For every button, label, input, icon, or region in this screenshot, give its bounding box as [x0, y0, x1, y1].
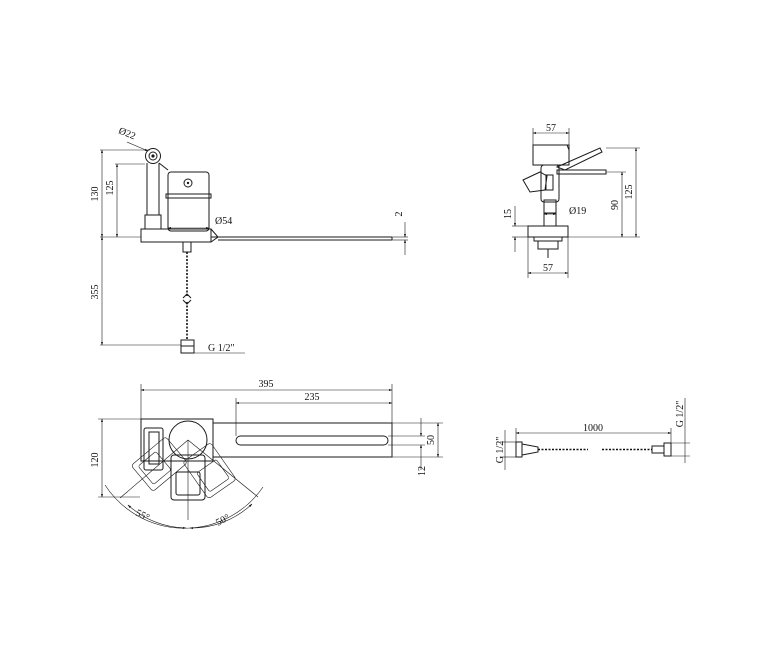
dim-125: 125 — [105, 181, 116, 196]
front-view: 130 125 355 Ø22 Ø54 2 G 1/2" — [90, 126, 408, 354]
dim-2: 2 — [394, 212, 405, 217]
dim-side-phi19: Ø19 — [569, 206, 586, 217]
side-body-top — [532, 144, 570, 166]
side-base — [527, 225, 569, 238]
side-view: 57 125 90 15 Ø19 57 — [503, 123, 640, 278]
top-shower-holder — [143, 427, 164, 471]
dim-120: 120 — [90, 453, 101, 468]
dim-thread-front: G 1/2" — [208, 343, 235, 354]
dim-side-125: 125 — [624, 185, 635, 200]
dim-50: 50 — [426, 435, 437, 445]
dim-angle-55: 55° — [134, 508, 151, 524]
dim-phi22: Ø22 — [117, 126, 137, 143]
hand-shower-head — [145, 148, 161, 164]
dim-130: 130 — [90, 187, 101, 202]
dim-phi54: Ø54 — [215, 216, 232, 227]
dim-angle-50: 50° — [214, 512, 232, 528]
dim-side-15: 15 — [503, 209, 514, 219]
top-spout — [212, 422, 393, 458]
dim-thread-hose-left: G 1/2" — [495, 437, 506, 464]
dim-12: 12 — [417, 466, 428, 476]
dim-thread-hose-right: G 1/2" — [675, 401, 686, 428]
lever-rotated-left — [183, 443, 236, 499]
dim-395: 395 — [259, 379, 274, 390]
side-lever — [555, 147, 603, 171]
logo-icon — [183, 178, 193, 188]
hose-right-fitting — [663, 442, 672, 457]
dim-side-90: 90 — [610, 200, 621, 210]
dim-side-57-top: 57 — [546, 123, 556, 134]
hose-view: 1000 G 1/2" G 1/2" — [495, 398, 690, 470]
dim-1000: 1000 — [583, 423, 603, 434]
shower-holder — [144, 214, 162, 230]
mixer-body — [167, 171, 210, 232]
hose-left-fitting — [515, 441, 523, 458]
top-view: 55° 50° 395 235 120 50 12 — [90, 379, 443, 530]
dim-235: 235 — [305, 392, 320, 403]
spout-outlet — [235, 435, 389, 446]
dim-side-57-bottom: 57 — [543, 263, 553, 274]
supply-hose — [182, 252, 192, 340]
side-shower-head — [522, 171, 548, 193]
swing-arc — [104, 484, 264, 529]
dim-355: 355 — [90, 285, 101, 300]
